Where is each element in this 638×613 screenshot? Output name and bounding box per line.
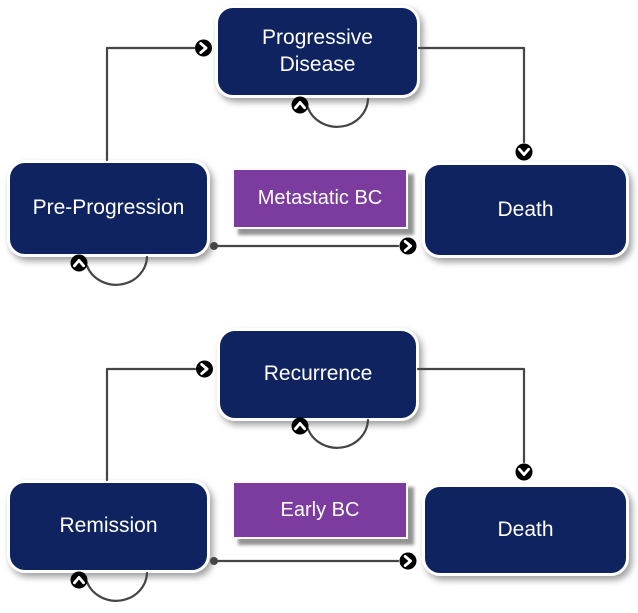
state-box-progressive-disease: Progressive Disease — [215, 5, 420, 98]
state-label-progressive-disease: Progressive Disease — [262, 26, 373, 76]
model-label-early-bc-text: Early BC — [280, 498, 360, 521]
connector-remission-to-death — [210, 552, 417, 570]
connector-progressive-to-death — [417, 46, 533, 161]
state-label-remission: Remission — [59, 514, 158, 538]
model-label-metastatic-bc-text: Metastatic BC — [257, 187, 383, 209]
state-box-death-bottom: Death — [422, 484, 629, 576]
arrowhead-down-icon — [515, 463, 533, 481]
self-loop-remission — [70, 571, 149, 602]
arrowhead-down-icon — [515, 143, 533, 161]
connector-preprogression-to-progressive — [105, 39, 212, 162]
self-loop-progressive-disease — [291, 96, 370, 128]
state-label-recurrence: Recurrence — [263, 362, 373, 386]
arrowhead-up-icon — [70, 571, 88, 589]
self-loop-pre-progression — [70, 254, 149, 286]
connector-remission-to-recurrence — [105, 360, 213, 482]
arrowhead-up-icon — [291, 96, 309, 114]
state-label-death-bottom: Death — [497, 517, 554, 541]
state-label-death-top: Death — [497, 197, 554, 221]
model-label-early-bc: Early BC — [232, 481, 408, 539]
connector-preprogression-to-death — [210, 237, 417, 255]
arrowhead-right-icon — [196, 360, 213, 378]
arrowhead-right-icon — [399, 237, 417, 255]
arrowhead-right-icon — [399, 552, 417, 570]
state-box-recurrence: Recurrence — [217, 328, 419, 421]
state-box-death-top: Death — [422, 162, 629, 258]
state-label-pre-progression: Pre-Progression — [32, 196, 185, 220]
connector-origin-dot — [210, 242, 218, 250]
model-label-metastatic-bc: Metastatic BC — [232, 168, 408, 229]
arrowhead-up-icon — [70, 254, 88, 272]
state-box-pre-progression: Pre-Progression — [7, 160, 210, 257]
arrowhead-right-icon — [195, 39, 212, 57]
connector-origin-dot — [210, 557, 218, 565]
self-loop-recurrence — [291, 417, 370, 449]
connector-recurrence-to-death — [416, 367, 533, 481]
state-box-remission: Remission — [7, 480, 210, 573]
